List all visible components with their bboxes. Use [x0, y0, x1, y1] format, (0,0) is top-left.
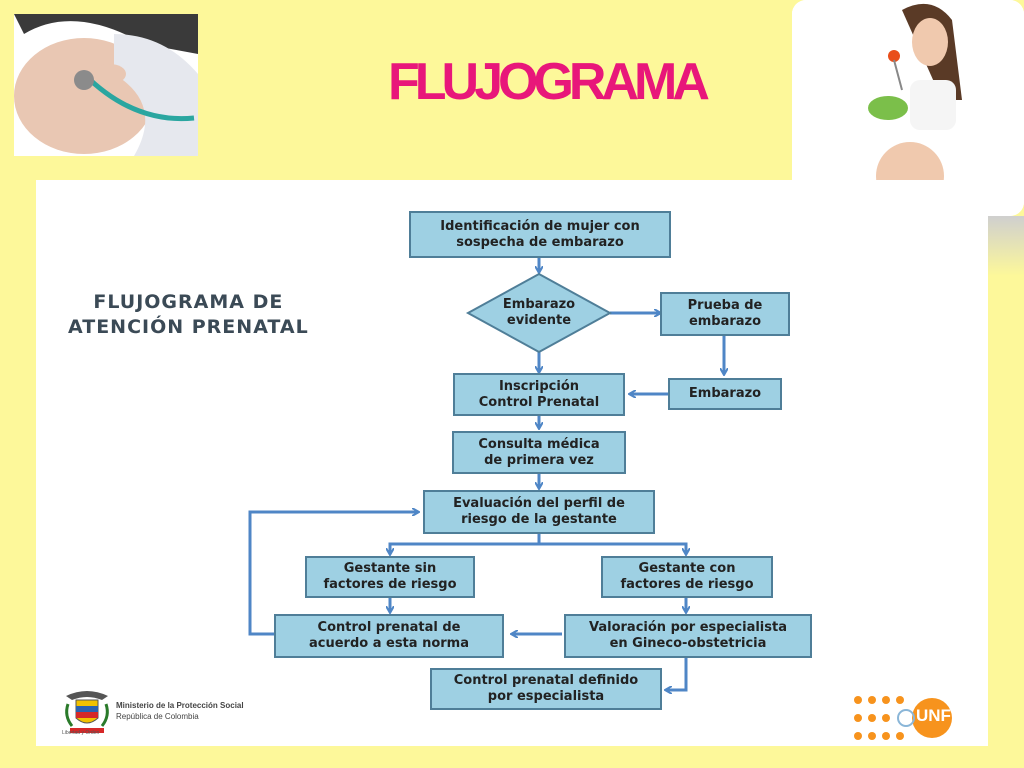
arrow-evaluacion-to-sin-riesgo	[390, 534, 541, 554]
node-gestante-con-riesgo: Gestante con factores de riesgo	[601, 556, 773, 598]
unfpa-logo: UNFPA	[850, 692, 984, 744]
heading-line-2: ATENCIÓN PRENATAL	[68, 316, 309, 338]
coat-of-arms-icon	[65, 691, 109, 733]
node-text: evidente	[506, 313, 572, 328]
arrow-loop-back	[248, 512, 418, 636]
unfpa-dots-icon	[854, 696, 952, 740]
node-identificacion: Identificación de mujer con sospecha de …	[409, 211, 671, 258]
node-text: por especialista	[487, 689, 605, 704]
node-consulta: Consulta médica de primera vez	[452, 431, 626, 474]
node-text: Prueba de	[687, 298, 763, 313]
node-text: Evaluación del perfil de	[453, 496, 625, 511]
node-valoracion: Valoración por especialista en Gineco-ob…	[564, 614, 812, 658]
node-inscripcion: Inscripción Control Prenatal	[453, 373, 625, 416]
decision-diamond	[465, 272, 613, 354]
node-evaluacion: Evaluación del perfil de riesgo de la ge…	[423, 490, 655, 534]
arrow-valoracion-to-especialista	[666, 658, 688, 690]
node-text: Consulta médica	[478, 436, 600, 452]
stethoscope-photo	[14, 14, 198, 156]
node-embarazo-evidente: Embarazo evidente	[478, 297, 600, 329]
ministry-line-2: República de Colombia	[116, 712, 199, 721]
page-title: FLUJOGRAMA	[388, 53, 710, 111]
node-control-especialista: Control prenatal definido por especialis…	[430, 668, 662, 710]
node-embarazo: Embarazo	[668, 378, 782, 410]
ministry-text: Ministerio de la Protección Social Repúb…	[116, 700, 244, 722]
diagram-heading: FLUJOGRAMA DE ATENCIÓN PRENATAL	[68, 290, 309, 340]
arrow-evaluacion-to-con-riesgo	[539, 542, 686, 554]
node-text: Inscripción	[498, 378, 580, 394]
node-text: Embarazo	[502, 297, 576, 312]
ministry-logo: Ministerio de la Protección Social Repúb…	[62, 686, 292, 736]
node-prueba-embarazo: Prueba de embarazo	[660, 292, 790, 336]
node-text: acuerdo a esta norma	[308, 636, 469, 651]
node-text: factores de riesgo	[323, 577, 457, 592]
node-text: embarazo	[688, 314, 762, 329]
node-text: Control Prenatal	[478, 394, 600, 410]
node-text: riesgo de la gestante	[461, 512, 617, 527]
node-text: Embarazo	[688, 386, 762, 401]
node-text: Control prenatal definido	[453, 673, 639, 688]
node-text: de primera vez	[484, 452, 594, 468]
unfpa-text: UNFPA	[916, 706, 974, 725]
node-text: Valoración por especialista	[589, 620, 787, 635]
node-text: Gestante con	[638, 561, 736, 576]
node-control-norma: Control prenatal de acuerdo a esta norma	[274, 614, 504, 658]
node-text: Identificación de mujer con	[440, 218, 640, 234]
node-text: Control prenatal de	[317, 620, 461, 635]
node-text: en Gineco-obstetricia	[609, 636, 767, 651]
node-text: sospecha de embarazo	[456, 234, 624, 250]
heading-line-1: FLUJOGRAMA DE	[93, 291, 284, 313]
node-text: factores de riesgo	[620, 577, 754, 592]
node-gestante-sin-riesgo: Gestante sin factores de riesgo	[305, 556, 475, 598]
ministry-line-1: Ministerio de la Protección Social	[116, 701, 244, 710]
node-text: Gestante sin	[343, 561, 437, 576]
ministry-motto: Libertad y Orden	[62, 730, 100, 736]
